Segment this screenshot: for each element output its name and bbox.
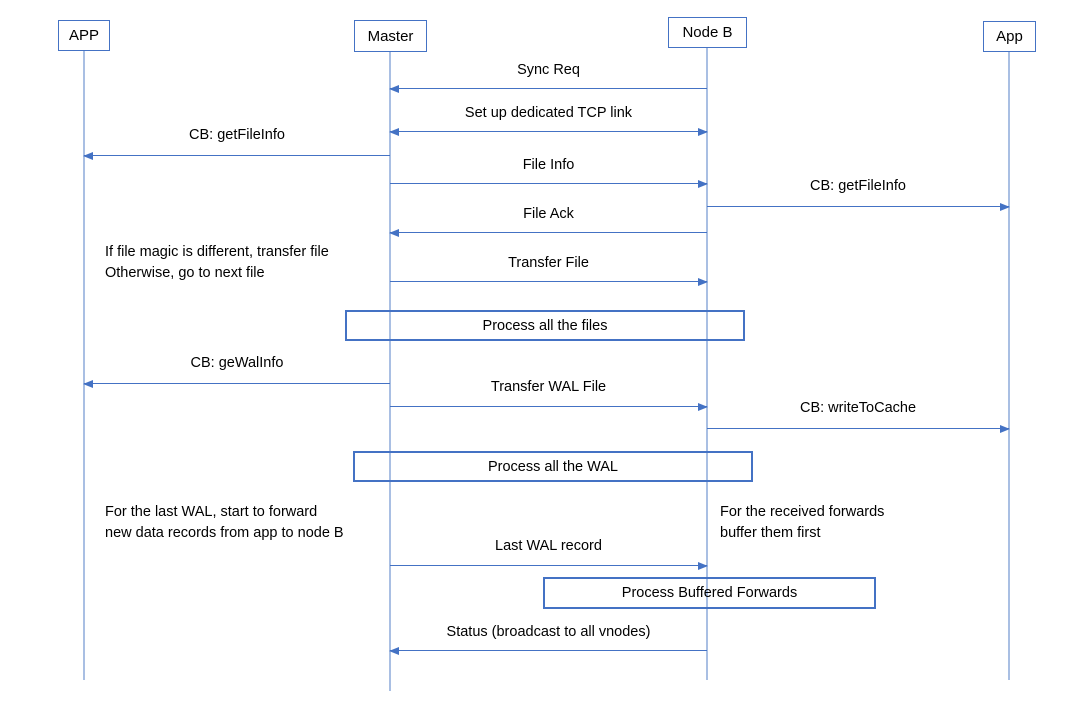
note-file-magic: If file magic is different, transfer fil… bbox=[105, 242, 329, 284]
message-arrow-last-wal-record bbox=[390, 561, 708, 570]
message-arrow-transfer-file bbox=[390, 277, 708, 286]
arrowhead-right-icon bbox=[698, 561, 708, 570]
message-label-cb-getfileinfo-right: CB: getFileInfo bbox=[810, 178, 906, 194]
note-file-magic-line1: If file magic is different, transfer fil… bbox=[105, 244, 329, 260]
message-arrow-file-ack bbox=[389, 228, 707, 237]
arrowhead-left-icon bbox=[389, 646, 399, 655]
lifeline-master bbox=[389, 52, 391, 691]
message-label-cb-gewalinfo: CB: geWalInfo bbox=[190, 355, 284, 371]
arrowhead-right-icon bbox=[698, 277, 708, 286]
message-arrow-setup-tcp bbox=[389, 127, 708, 136]
actor-node-b-label: Node B bbox=[682, 24, 733, 41]
actor-app-right: App bbox=[983, 21, 1036, 52]
message-arrow-status-broadcast bbox=[389, 646, 707, 655]
actor-node-b: Node B bbox=[668, 17, 747, 48]
arrowhead-right-icon bbox=[698, 179, 708, 188]
message-label-sync-req: Sync Req bbox=[517, 62, 580, 78]
note-last-wal: For the last WAL, start to forward new d… bbox=[105, 502, 344, 544]
lifeline-app-left bbox=[83, 51, 85, 680]
arrowhead-right-icon bbox=[1000, 424, 1010, 433]
message-arrow-file-info bbox=[390, 179, 708, 188]
actor-app-left: APP bbox=[58, 20, 110, 51]
lifeline-app-right bbox=[1008, 52, 1010, 680]
actor-app-left-label: APP bbox=[68, 27, 99, 44]
message-label-file-ack: File Ack bbox=[523, 206, 574, 222]
note-received-forwards: For the received forwards buffer them fi… bbox=[720, 502, 884, 544]
message-arrow-transfer-wal-file bbox=[390, 402, 708, 411]
process-box-files-label: Process all the files bbox=[482, 317, 608, 334]
message-label-cb-writetocache: CB: writeToCache bbox=[799, 400, 917, 416]
message-arrow-cb-getfileinfo-left bbox=[83, 151, 390, 160]
arrowhead-left-icon bbox=[389, 127, 399, 136]
arrowhead-left-icon bbox=[83, 379, 93, 388]
lifeline-node-b bbox=[706, 48, 708, 680]
message-label-setup-tcp: Set up dedicated TCP link bbox=[464, 105, 633, 121]
arrowhead-right-icon bbox=[698, 127, 708, 136]
actor-app-right-label: App bbox=[996, 28, 1023, 45]
process-box-wal-label: Process all the WAL bbox=[487, 458, 618, 475]
message-label-last-wal-record: Last WAL record bbox=[495, 538, 602, 554]
message-arrow-cb-writetocache bbox=[707, 424, 1010, 433]
message-label-file-info: File Info bbox=[522, 157, 575, 173]
arrowhead-left-icon bbox=[389, 84, 399, 93]
arrowhead-right-icon bbox=[698, 402, 708, 411]
process-box-buffered-forwards: Process Buffered Forwards bbox=[543, 577, 876, 609]
actor-master: Master bbox=[354, 20, 427, 52]
note-last-wal-line1: For the last WAL, start to forward bbox=[105, 504, 318, 520]
note-received-forwards-line1: For the received forwards bbox=[720, 504, 885, 520]
actor-master-label: Master bbox=[367, 27, 414, 45]
arrowhead-left-icon bbox=[389, 228, 399, 237]
message-arrow-cb-getfileinfo-right bbox=[707, 202, 1010, 211]
process-box-wal: Process all the WAL bbox=[353, 451, 753, 482]
message-label-status-broadcast: Status (broadcast to all vnodes) bbox=[446, 624, 651, 640]
note-received-forwards-line2: buffer them first bbox=[720, 525, 821, 541]
message-label-transfer-file: Transfer File bbox=[508, 255, 589, 271]
arrowhead-right-icon bbox=[1000, 202, 1010, 211]
process-box-files: Process all the files bbox=[345, 310, 745, 341]
process-box-buffered-forwards-label: Process Buffered Forwards bbox=[621, 585, 798, 601]
message-arrow-cb-gewalinfo bbox=[83, 379, 390, 388]
note-file-magic-line2: Otherwise, go to next file bbox=[105, 265, 265, 281]
note-last-wal-line2: new data records from app to node B bbox=[105, 525, 344, 541]
message-arrow-sync-req bbox=[389, 84, 707, 93]
arrowhead-left-icon bbox=[83, 151, 93, 160]
message-label-transfer-wal-file: Transfer WAL File bbox=[490, 379, 607, 395]
message-label-cb-getfileinfo-left: CB: getFileInfo bbox=[189, 127, 285, 143]
